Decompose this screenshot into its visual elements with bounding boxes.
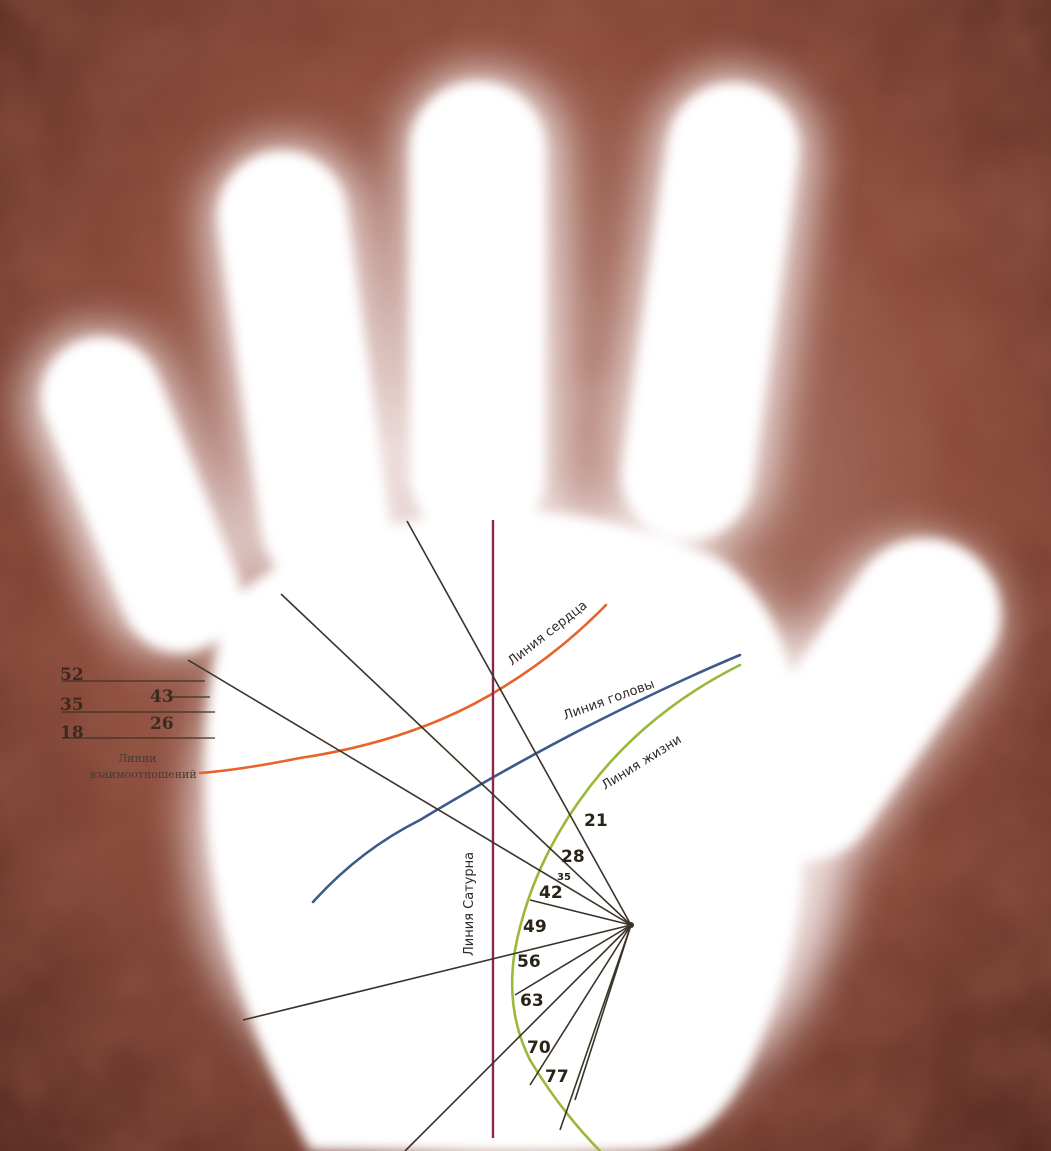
relationship-lines-label-2: взаимоотношений bbox=[90, 768, 197, 781]
age-label-43: 43 bbox=[150, 687, 174, 707]
life-age-label: 49 bbox=[523, 917, 547, 937]
life-age-label: 77 bbox=[545, 1067, 569, 1087]
life-age-label: 35 bbox=[557, 872, 571, 883]
middle-finger bbox=[410, 82, 545, 542]
life-age-label: 70 bbox=[527, 1038, 551, 1058]
life-age-label: 56 bbox=[517, 952, 541, 972]
age-label-52: 52 bbox=[60, 665, 84, 685]
saturn-line-label: Линия Сатурна bbox=[462, 852, 477, 956]
focal-point bbox=[628, 922, 634, 928]
age-label-26: 26 bbox=[150, 714, 174, 734]
age-label-18: 18 bbox=[60, 723, 84, 743]
life-age-label: 21 bbox=[584, 811, 608, 831]
life-age-label: 42 bbox=[539, 883, 563, 903]
life-age-label: 63 bbox=[520, 991, 544, 1011]
age-label-35: 35 bbox=[60, 695, 84, 715]
life-age-label: 28 bbox=[561, 847, 585, 867]
relationship-lines-label: Линии bbox=[118, 752, 157, 765]
